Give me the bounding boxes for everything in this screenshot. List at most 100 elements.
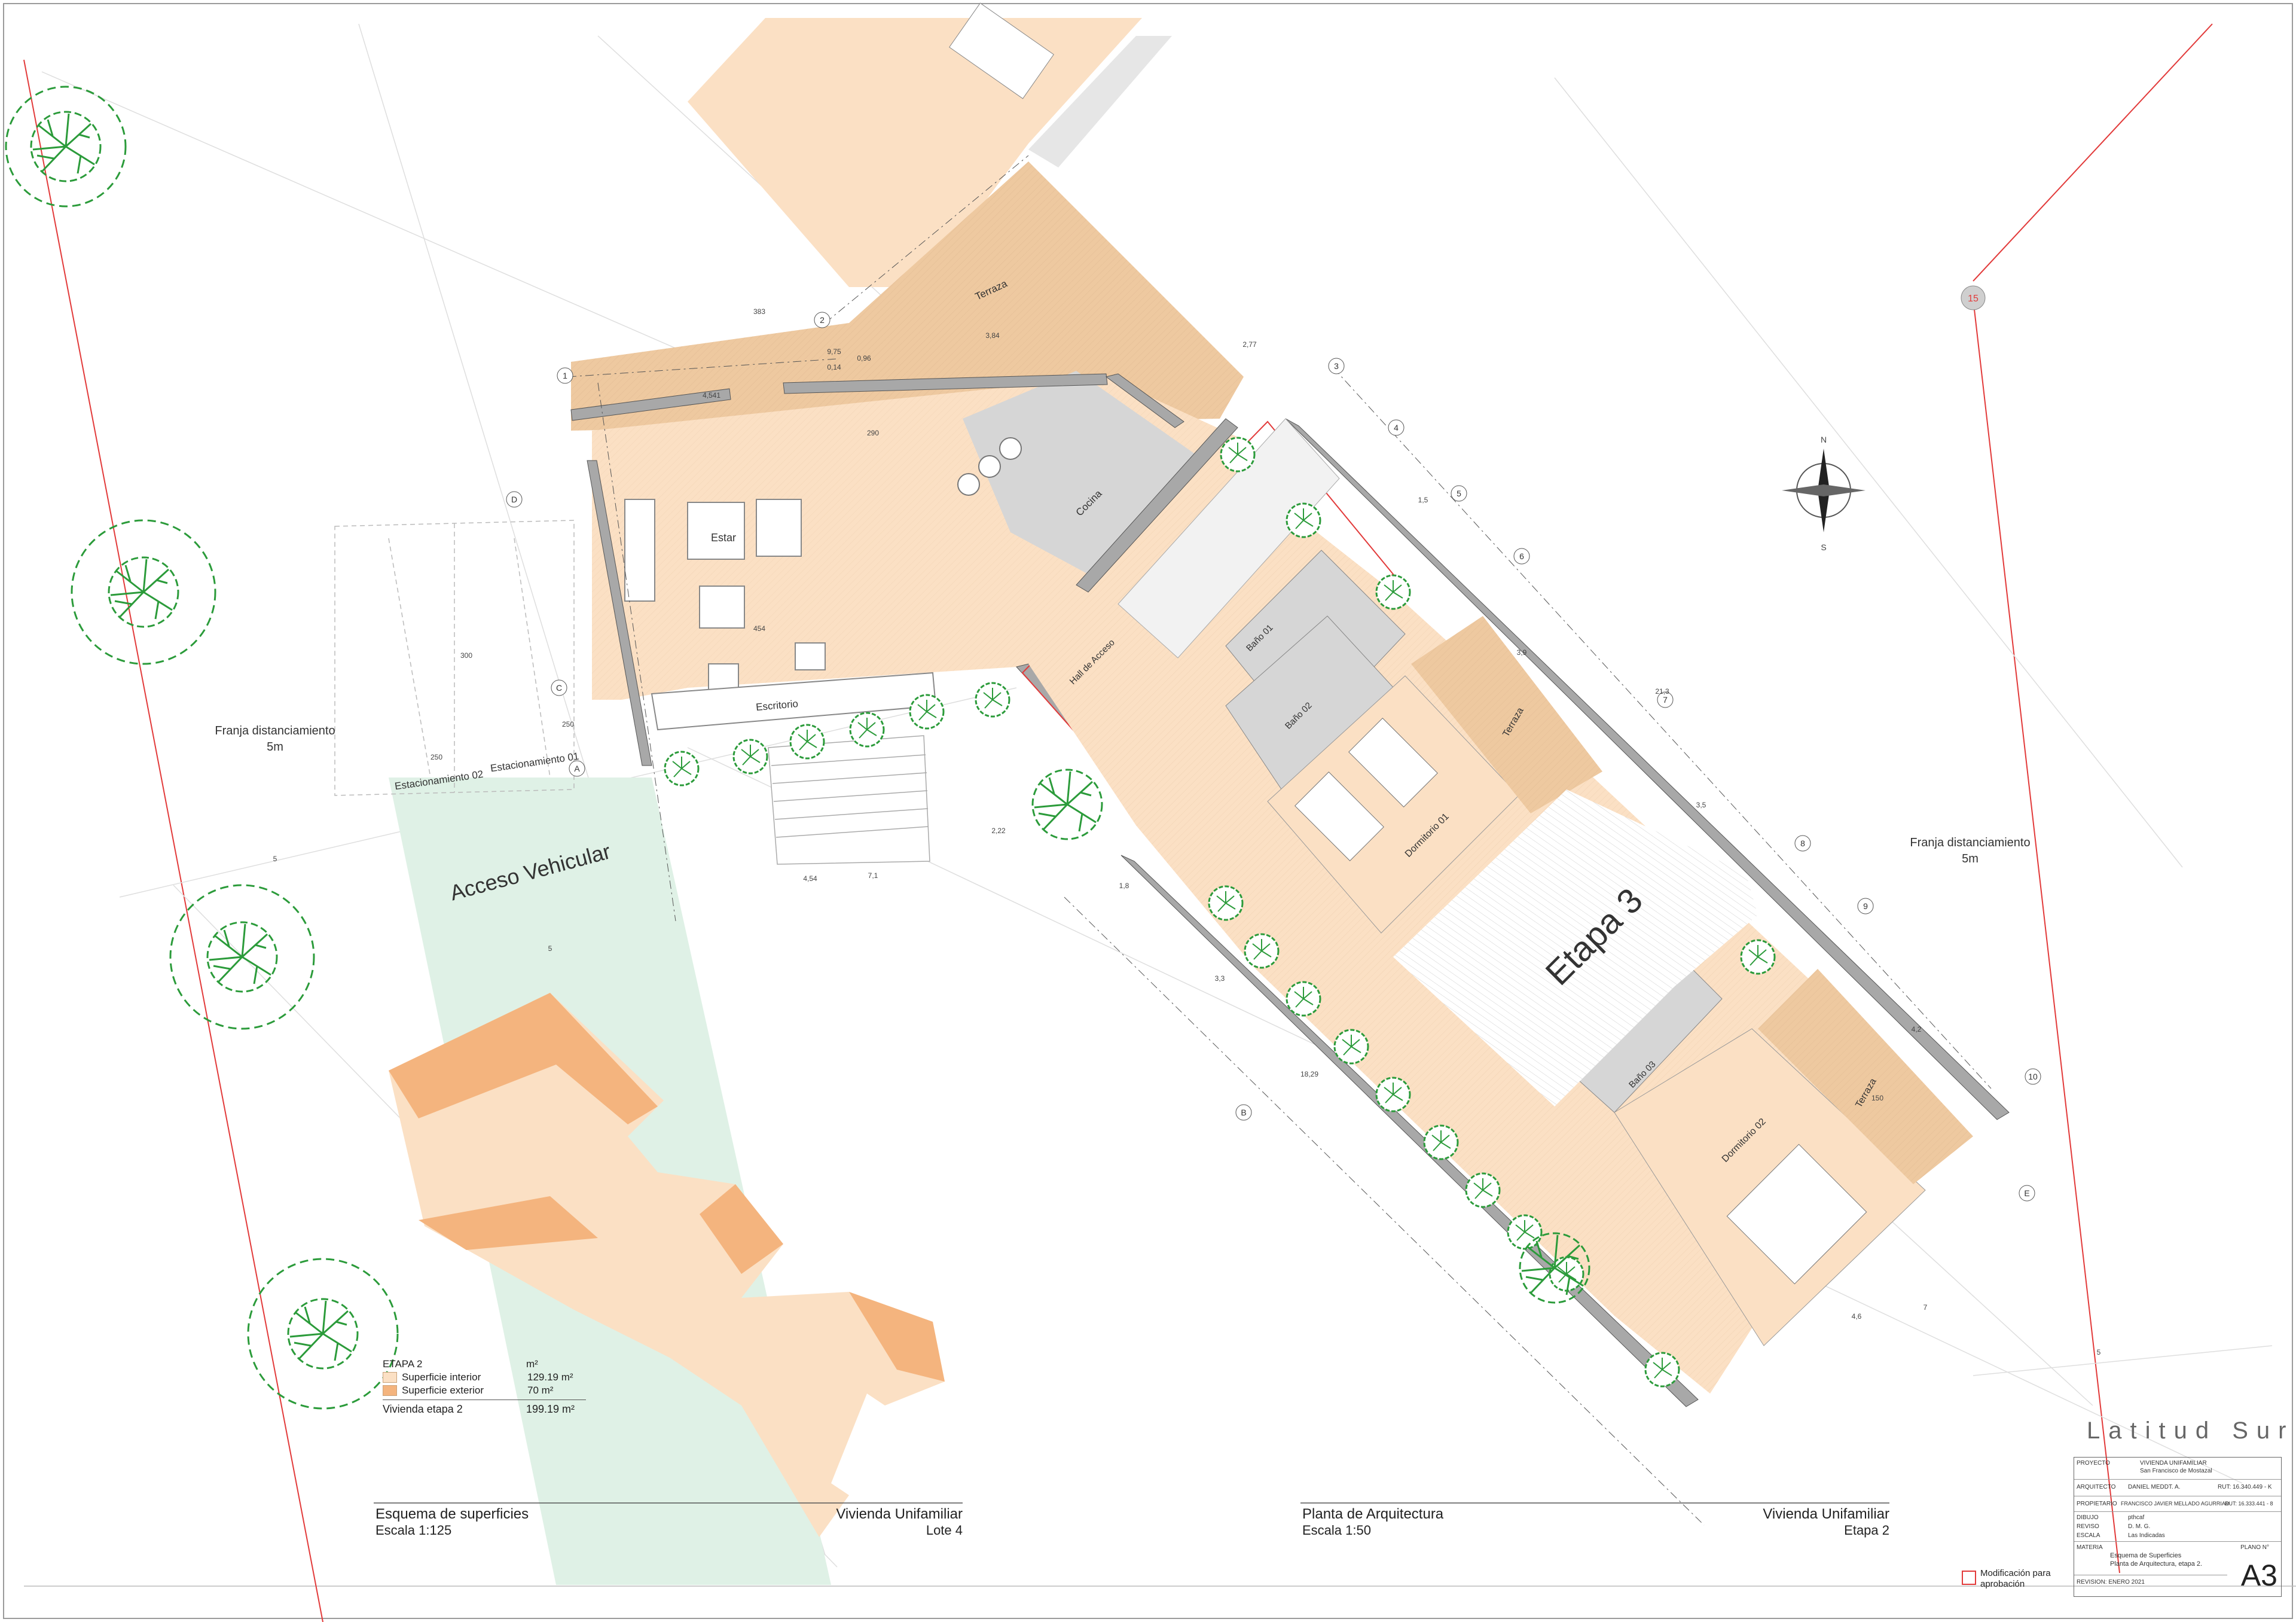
surface-legend: ETAPA 2 m² Superficie interior 129.19 m²…	[383, 1358, 586, 1416]
grid-marker-3: 3	[1328, 358, 1345, 374]
svg-text:4: 4	[1394, 423, 1399, 432]
svg-text:5: 5	[2097, 1348, 2101, 1356]
grid-marker-8: 8	[1794, 835, 1811, 852]
site-boundary-right	[1973, 298, 2120, 1574]
title-block: PROYECTO VIVIENDA UNIFAMILIAR San Franci…	[2074, 1457, 2282, 1597]
tb-dibujo-label: DIBUJO	[2077, 1514, 2099, 1521]
svg-text:4,54: 4,54	[803, 874, 817, 883]
exterior-swatch	[383, 1385, 397, 1396]
tb-materia-value2: Planta de Arquitectura, etapa 2.	[2110, 1560, 2203, 1568]
svg-text:150: 150	[1871, 1094, 1883, 1102]
sheet-border	[3, 3, 2293, 1619]
svg-text:B: B	[1241, 1108, 1246, 1117]
svg-text:S: S	[1821, 542, 1826, 552]
left-caption-project: Vivienda Unifamiliar	[836, 1506, 963, 1522]
grid-marker-6: 6	[1513, 548, 1530, 565]
svg-text:3,9: 3,9	[1517, 648, 1527, 657]
parking-bays	[334, 520, 575, 796]
grid-lines	[567, 155, 1992, 1526]
north-point-marker: 15	[1961, 285, 1986, 310]
modification-note-swatch	[1962, 1571, 1976, 1585]
site-boundary-top-right	[1973, 23, 2213, 282]
interior-swatch	[383, 1372, 397, 1383]
svg-text:6: 6	[1519, 551, 1524, 561]
grid-marker-7: 7	[1657, 691, 1674, 708]
grid-marker-5: 5	[1451, 485, 1467, 502]
svg-text:E: E	[2024, 1188, 2029, 1198]
svg-text:290: 290	[867, 429, 879, 437]
svg-text:3,84: 3,84	[985, 331, 1000, 340]
tb-propietario-value: FRANCISCO JAVIER MELLADO AGURRIAD	[2121, 1501, 2230, 1507]
svg-text:10: 10	[2028, 1072, 2038, 1081]
tree-canopy-3	[169, 884, 315, 1030]
company-logo: Latitud Sur	[2087, 1417, 2295, 1444]
svg-text:4,541: 4,541	[703, 391, 720, 400]
grid-marker-1: 1	[557, 367, 573, 384]
tb-arquitecto-label: ARQUITECTO	[2077, 1484, 2116, 1490]
svg-text:5: 5	[548, 944, 552, 953]
svg-text:250: 250	[430, 753, 442, 761]
legend-total-label: Vivienda etapa 2	[383, 1403, 463, 1415]
tb-dibujo-value: pthcaf	[2128, 1514, 2145, 1521]
svg-text:7: 7	[1923, 1303, 1928, 1312]
svg-text:250: 250	[562, 720, 574, 728]
svg-text:3: 3	[1334, 361, 1339, 371]
left-caption-lot: Lote 4	[926, 1523, 963, 1538]
tb-escala-label: ESCALA	[2077, 1532, 2100, 1539]
grid-marker-E: E	[2019, 1185, 2035, 1202]
tb-rut: RUT: 16.340.449 - K	[2218, 1484, 2272, 1490]
legend-title: ETAPA 2	[383, 1358, 423, 1370]
svg-text:A: A	[574, 764, 580, 773]
tb-revisa-value: D. M. G.	[2128, 1523, 2151, 1530]
tb-rut2: RUT: 16.333.441 - 8	[2225, 1501, 2273, 1507]
grid-marker-A: A	[569, 760, 585, 777]
tb-plano-value: A3	[2240, 1559, 2277, 1592]
legend-exterior-row: Superficie exterior 70 m²	[383, 1384, 586, 1397]
grid-marker-10: 10	[2025, 1068, 2041, 1085]
right-caption-title: Planta de Arquitectura	[1302, 1506, 1444, 1522]
tb-revisa-label: REVISO	[2077, 1523, 2099, 1530]
right-caption-project: Vivienda Unifamiliar	[1763, 1506, 1889, 1522]
svg-text:N: N	[1821, 435, 1827, 444]
entrance-steps	[768, 735, 930, 865]
svg-text:4,2: 4,2	[1912, 1025, 1922, 1033]
franja-left-label: Franja distanciamiento	[215, 724, 335, 737]
svg-text:15: 15	[1968, 294, 1979, 304]
site-boundary-left	[23, 59, 323, 1622]
schematic-terrace-1	[389, 993, 658, 1124]
svg-text:3,3: 3,3	[1215, 974, 1225, 983]
tb-plano-label: PLANO N°	[2240, 1544, 2269, 1551]
grid-marker-9: 9	[1857, 898, 1874, 914]
living-furniture	[624, 499, 826, 691]
site-trees	[30, 111, 359, 1370]
legend-unit: m²	[526, 1358, 538, 1370]
svg-text:7: 7	[1663, 695, 1668, 705]
legend-interior-value: 129.19 m²	[527, 1371, 573, 1383]
svg-text:383: 383	[753, 307, 765, 316]
svg-text:8: 8	[1800, 839, 1805, 848]
tb-proyecto-label: PROYECTO	[2077, 1460, 2110, 1466]
schematic-terrace-3	[849, 1292, 945, 1382]
legend-total-value: 199.19 m²	[526, 1403, 575, 1415]
svg-text:2,22: 2,22	[991, 827, 1006, 835]
grid-marker-2: 2	[814, 312, 831, 328]
left-caption-scale: Escala 1:125	[375, 1523, 452, 1538]
right-caption-scale: Escala 1:50	[1302, 1523, 1371, 1538]
franja-right-label: Franja distanciamiento	[1910, 836, 2030, 849]
franja-left-value: 5m	[267, 740, 283, 754]
schematic-terrace-4	[419, 1196, 598, 1250]
legend-interior-label: Superficie interior	[402, 1371, 481, 1383]
left-caption-title: Esquema de superficies	[375, 1506, 529, 1522]
tb-arquitecto-value: DANIEL MEDDT. A.	[2128, 1484, 2181, 1490]
label-estacionamiento01: Estacionamiento 01	[490, 751, 580, 775]
svg-text:C: C	[556, 683, 562, 693]
legend-exterior-value: 70 m²	[527, 1385, 554, 1396]
legend-header: ETAPA 2 m²	[383, 1358, 586, 1371]
svg-text:21,3: 21,3	[1655, 687, 1669, 696]
tb-materia-value1: Esquema de Superficies	[2110, 1552, 2182, 1559]
modification-note: Modificación para aprobación	[1980, 1568, 2051, 1589]
tb-materia-label: MATERIA	[2077, 1544, 2103, 1551]
house-plan	[334, 2, 2010, 1526]
label-estar: Estar	[711, 532, 736, 544]
svg-text:1,8: 1,8	[1119, 882, 1129, 890]
